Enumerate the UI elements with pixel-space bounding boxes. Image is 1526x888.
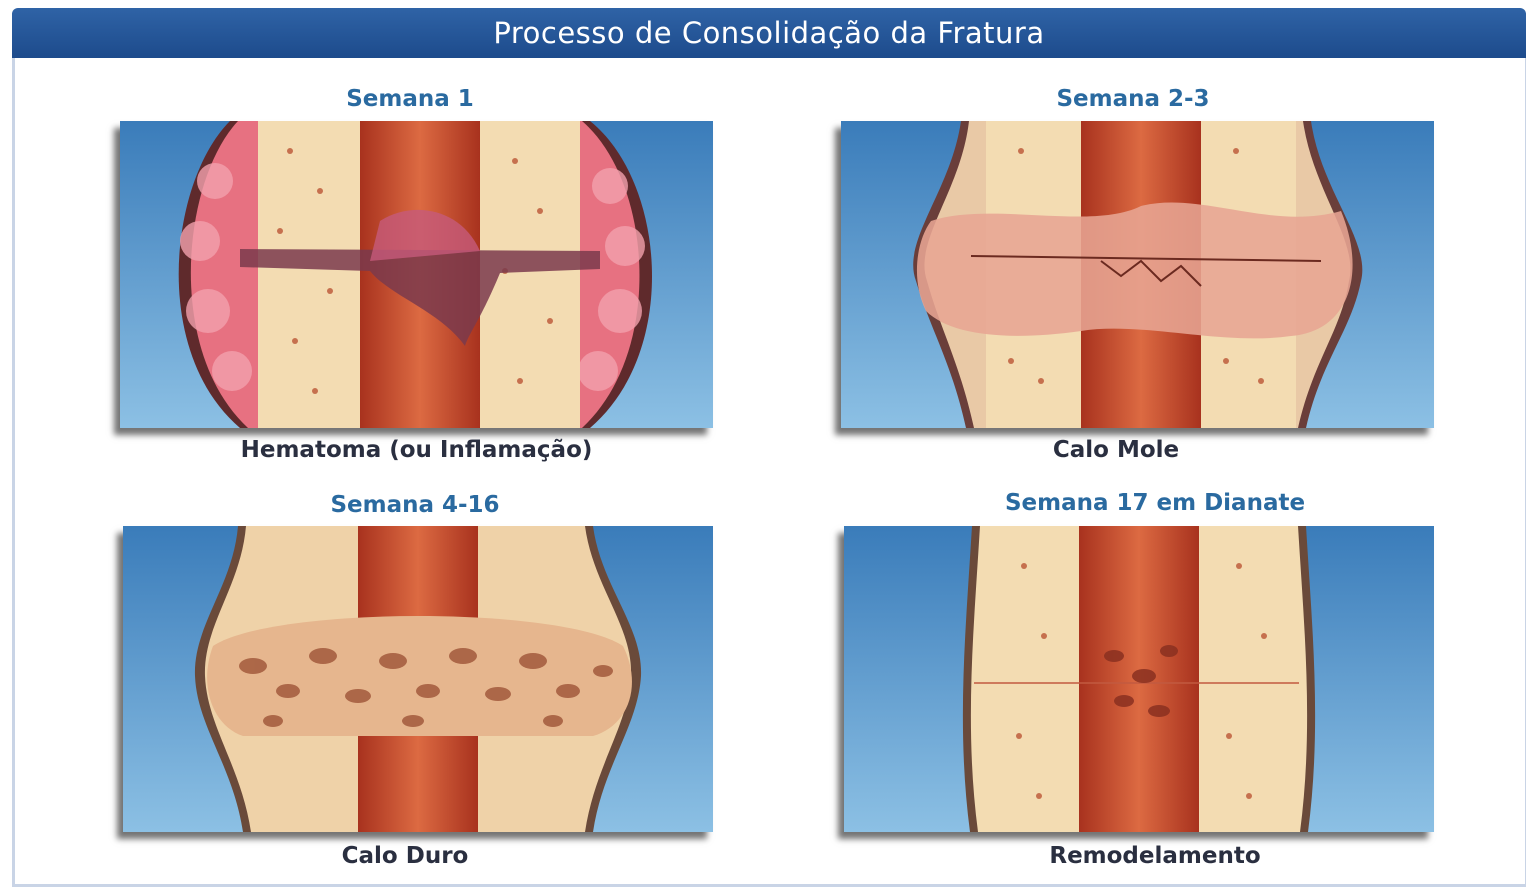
diagram-title-bar: Processo de Consolidação da Fratura bbox=[12, 8, 1526, 58]
week-label-stage-1: Semana 1 bbox=[260, 86, 560, 112]
bone-illustration-soft-callus bbox=[841, 121, 1434, 428]
stage-label-stage-4: Remodelamento bbox=[980, 843, 1330, 869]
bone-illustration-remodeling bbox=[844, 526, 1434, 832]
week-label-stage-2: Semana 2-3 bbox=[983, 86, 1283, 112]
stage-label-stage-1: Hematoma (ou Inflamação) bbox=[120, 437, 713, 463]
bone-illustration-hard-callus bbox=[123, 526, 713, 832]
week-label-stage-4: Semana 17 em Dianate bbox=[905, 490, 1405, 516]
stage-label-stage-2: Calo Mole bbox=[841, 437, 1391, 463]
panel-stage-1 bbox=[120, 121, 713, 428]
panel-stage-3 bbox=[123, 526, 713, 832]
panel-stage-4 bbox=[844, 526, 1434, 832]
week-label-stage-3: Semana 4-16 bbox=[265, 492, 565, 518]
bone-illustration-hematoma bbox=[120, 121, 713, 428]
diagram-title: Processo de Consolidação da Fratura bbox=[493, 16, 1044, 50]
stage-label-stage-3: Calo Duro bbox=[255, 843, 555, 869]
panel-stage-2 bbox=[841, 121, 1434, 428]
